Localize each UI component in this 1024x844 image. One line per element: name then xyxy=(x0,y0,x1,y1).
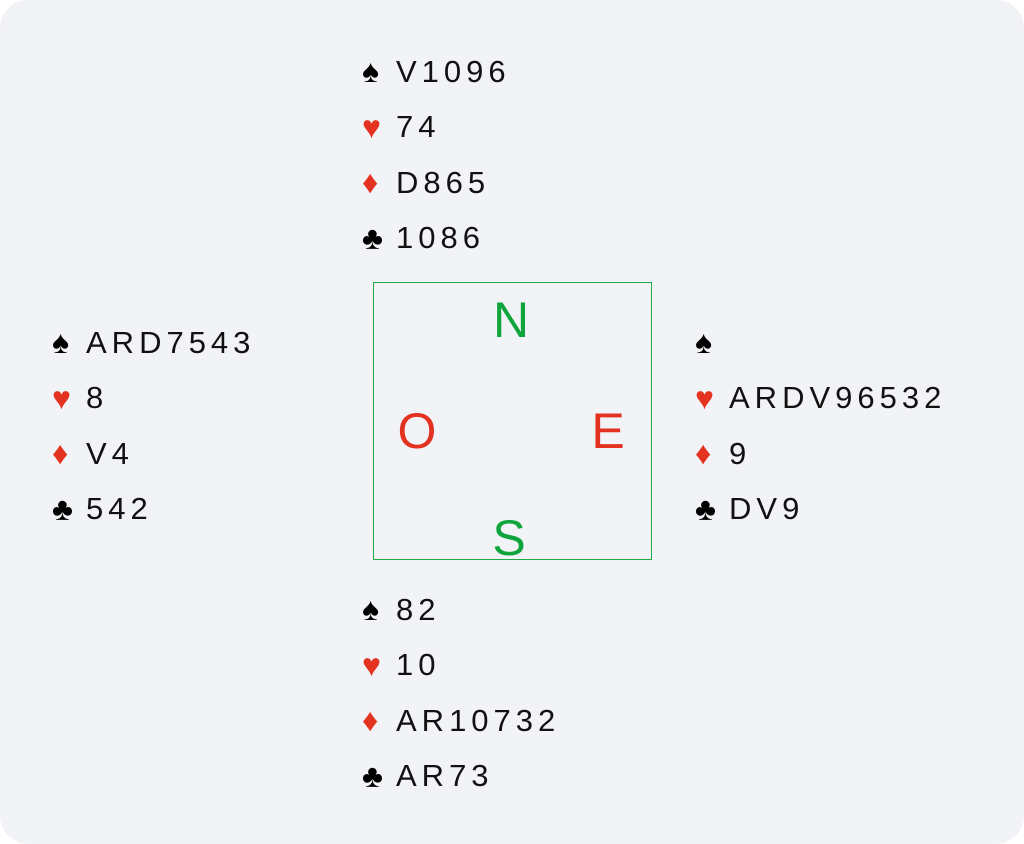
club-icon: ♣ xyxy=(362,757,383,794)
east-hearts-cards: ARDV96532 xyxy=(729,380,947,416)
west-hearts-cards: 8 xyxy=(86,380,109,416)
diamond-icon: ♦ xyxy=(362,164,379,201)
west-clubs-row: ♣ 542 xyxy=(52,482,255,538)
east-clubs-row: ♣ DV9 xyxy=(695,482,946,538)
west-diamonds-row: ♦ V4 xyxy=(52,426,255,482)
compass-east: E xyxy=(591,403,625,459)
compass-west: O xyxy=(397,403,437,459)
diamond-icon: ♦ xyxy=(695,435,712,472)
east-diamonds-row: ♦9 xyxy=(695,426,946,482)
compass-box: N O E S xyxy=(373,282,652,566)
south-hearts-row: ♥ 10 xyxy=(362,638,560,694)
compass-north: N xyxy=(492,292,530,348)
spade-icon: ♠ xyxy=(362,53,379,90)
spade-icon: ♠ xyxy=(362,591,379,628)
spade-icon: ♠ xyxy=(52,324,69,361)
east-hand: ♠♥ARDV96532♦9♣DV9 xyxy=(695,315,946,537)
south-diamonds-row: ♦ AR10732 xyxy=(362,693,560,749)
diamond-icon: ♦ xyxy=(362,702,379,739)
diamond-icon: ♦ xyxy=(52,435,69,472)
south-spades-cards: 82 xyxy=(396,591,441,627)
east-spades-row: ♠ xyxy=(695,315,946,371)
south-spades-row: ♠ 82 xyxy=(362,582,560,638)
club-icon: ♣ xyxy=(362,219,383,256)
east-clubs-cards: DV9 xyxy=(729,491,805,527)
east-diamonds-cards: 9 xyxy=(729,435,752,471)
heart-icon: ♥ xyxy=(695,379,714,416)
north-clubs-row: ♣ 1086 xyxy=(362,211,511,267)
north-diamonds-cards: D865 xyxy=(396,164,491,200)
south-clubs-row: ♣ AR73 xyxy=(362,749,560,805)
north-spades-cards: V1096 xyxy=(396,53,511,89)
west-spades-cards: ARD7543 xyxy=(86,324,256,360)
heart-icon: ♥ xyxy=(362,646,381,683)
south-hand: ♠ 82 ♥ 10 ♦ AR10732 ♣ AR73 xyxy=(362,582,560,804)
club-icon: ♣ xyxy=(695,490,716,527)
south-hearts-cards: 10 xyxy=(396,647,441,683)
west-clubs-cards: 542 xyxy=(86,491,153,527)
west-spades-row: ♠ ARD7543 xyxy=(52,315,255,371)
north-hearts-row: ♥ 74 xyxy=(362,100,511,156)
north-diamonds-row: ♦ D865 xyxy=(362,155,511,211)
spade-icon: ♠ xyxy=(695,324,712,361)
west-hand: ♠ARD7543♥8♦V4♣542 xyxy=(52,315,255,537)
east-hearts-row: ♥ ARDV96532 xyxy=(695,371,946,427)
north-hand: ♠ V1096 ♥ 74 ♦ D865 ♣ 1086 xyxy=(362,44,511,266)
north-clubs-cards: 1086 xyxy=(396,220,485,256)
club-icon: ♣ xyxy=(52,490,73,527)
west-hearts-row: ♥8 xyxy=(52,371,255,427)
heart-icon: ♥ xyxy=(362,108,381,145)
north-hearts-cards: 74 xyxy=(396,109,441,145)
south-clubs-cards: AR73 xyxy=(396,758,494,794)
heart-icon: ♥ xyxy=(52,379,71,416)
west-diamonds-cards: V4 xyxy=(86,435,134,471)
compass-south: S xyxy=(492,510,526,566)
south-diamonds-cards: AR10732 xyxy=(396,702,561,738)
north-spades-row: ♠ V1096 xyxy=(362,44,511,100)
